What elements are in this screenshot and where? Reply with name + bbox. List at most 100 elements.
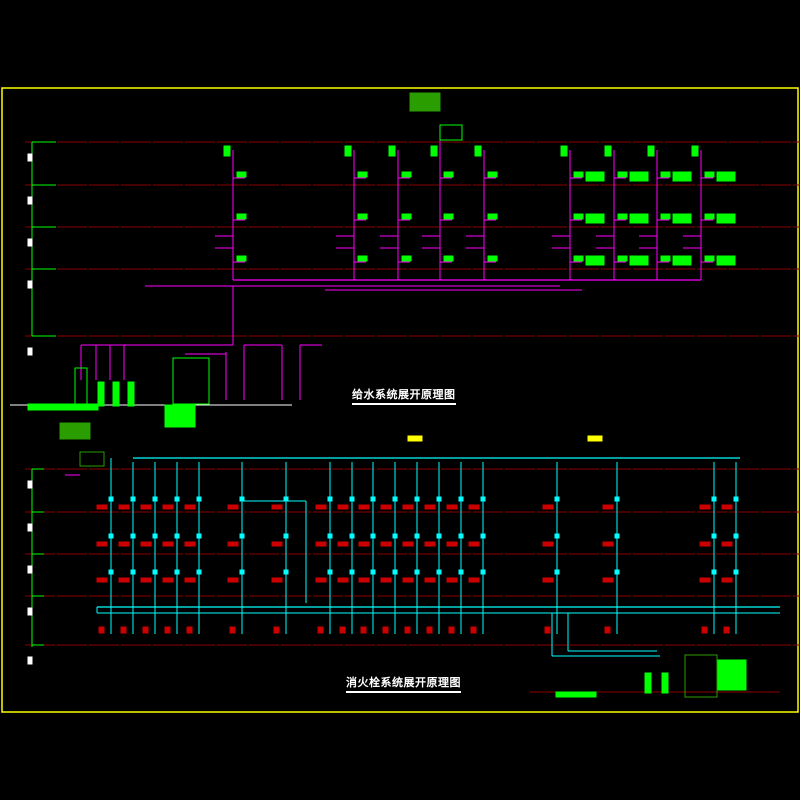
pipe-label [236, 255, 247, 262]
hydrant-label [358, 504, 370, 510]
pipe-label [401, 171, 412, 178]
pipe-label [617, 255, 628, 262]
hydrant-label [118, 577, 130, 583]
hydrant-label [140, 541, 152, 547]
hydrant-label [542, 541, 554, 547]
valve [152, 569, 158, 575]
hydrant-label [140, 504, 152, 510]
valve [414, 496, 420, 502]
fixture-label [585, 171, 605, 182]
pipe-label [443, 171, 454, 178]
riser-label [344, 145, 352, 157]
valve [196, 533, 202, 539]
hydrant-mark [339, 626, 346, 634]
hydrant-label [315, 577, 327, 583]
hydrant-label [602, 504, 614, 510]
hydrant-label [402, 541, 414, 547]
valve [108, 569, 114, 575]
valve [458, 533, 464, 539]
valve [349, 496, 355, 502]
floor-lines [10, 141, 800, 693]
pipe-label [487, 171, 498, 178]
hydrant-label [315, 541, 327, 547]
valve [349, 533, 355, 539]
fixture-label [672, 171, 692, 182]
hydrant-label [358, 541, 370, 547]
hydrant-label [402, 577, 414, 583]
pipe-label [487, 213, 498, 220]
fixture-label [585, 213, 605, 224]
valve [458, 569, 464, 575]
hydrant-label [380, 541, 392, 547]
pipe-label [443, 213, 454, 220]
hydrant-mark [448, 626, 455, 634]
fixture-label [585, 255, 605, 266]
valve [239, 533, 245, 539]
roof-tank-label [409, 92, 441, 112]
annotation-marks [27, 92, 747, 698]
hydrant-label [380, 504, 392, 510]
floor-label-mark [27, 153, 33, 162]
hydrant-label [184, 577, 196, 583]
hydrant-label [337, 577, 349, 583]
hydrant-label [184, 541, 196, 547]
valve [733, 533, 739, 539]
hydrant-label [227, 541, 239, 547]
fire-tank [684, 654, 718, 698]
floor-label-mark [27, 280, 33, 289]
riser-label [474, 145, 482, 157]
valve [174, 496, 180, 502]
fire-hydrant-system [65, 451, 780, 698]
valve [554, 496, 560, 502]
fixture-label [629, 213, 649, 224]
riser-label [223, 145, 231, 157]
hydrant-mark [723, 626, 730, 634]
hydrant-mark [604, 626, 611, 634]
valve [327, 569, 333, 575]
hydrant-mark [273, 626, 280, 634]
hydrant-label [140, 577, 152, 583]
hydrant-label [446, 541, 458, 547]
pipe-label [617, 171, 628, 178]
hydrant-label [468, 541, 480, 547]
signal-label [407, 435, 423, 442]
valve [283, 533, 289, 539]
hydrant-label [721, 504, 733, 510]
valve [733, 496, 739, 502]
pipe-label [573, 213, 584, 220]
floor-label-mark [27, 347, 33, 356]
valve [370, 533, 376, 539]
valve [733, 569, 739, 575]
hydrant-label [542, 577, 554, 583]
valve [436, 533, 442, 539]
floor-label-mark [27, 607, 33, 616]
riser-label [430, 145, 438, 157]
hydrant-label [271, 504, 283, 510]
hydrant-mark [164, 626, 171, 634]
hydrant-label [699, 541, 711, 547]
pipe-label [401, 255, 412, 262]
valve [480, 569, 486, 575]
hydrant-label [721, 541, 733, 547]
fire-roof-tank [79, 451, 105, 467]
valve [327, 533, 333, 539]
valve [174, 533, 180, 539]
valve [480, 496, 486, 502]
hydrant-mark [360, 626, 367, 634]
valve [436, 569, 442, 575]
hydrant-label [96, 577, 108, 583]
pipe-label [660, 213, 671, 220]
pipe-label [573, 171, 584, 178]
floor-label-mark [27, 238, 33, 247]
pipe-label [704, 255, 715, 262]
fire-pump [644, 672, 652, 694]
valve [108, 533, 114, 539]
hydrant-label [315, 504, 327, 510]
valve [130, 496, 136, 502]
water-pump [112, 381, 120, 407]
valve [152, 496, 158, 502]
hydrant-label [271, 577, 283, 583]
pipe-label [704, 171, 715, 178]
fixture-label [672, 255, 692, 266]
